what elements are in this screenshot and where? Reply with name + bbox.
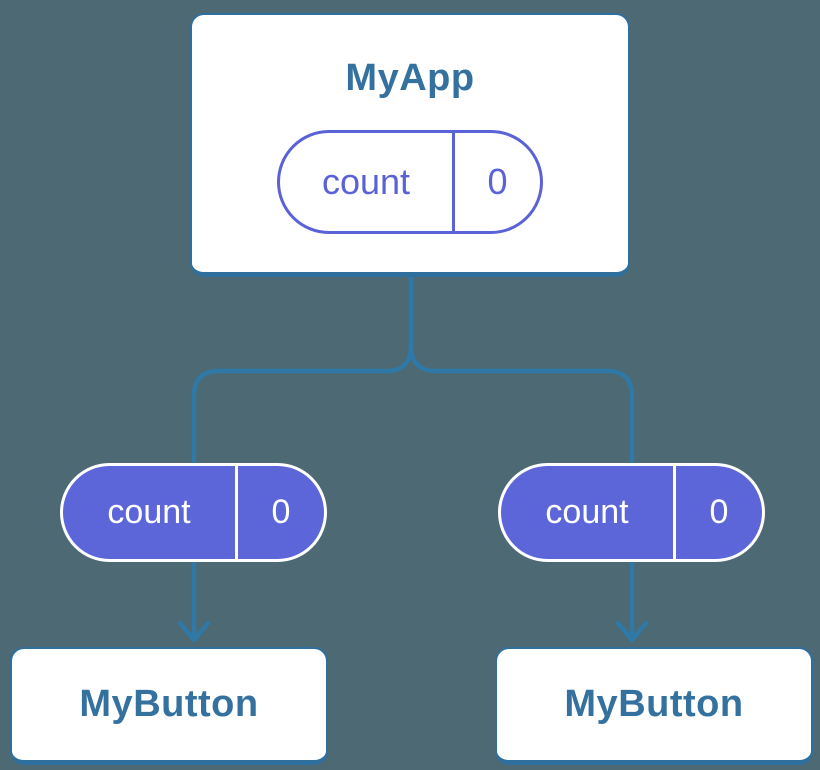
connector-root-to-right-pill bbox=[408, 274, 635, 640]
root-component-card: MyApp count 0 bbox=[190, 13, 630, 277]
root-component-title: MyApp bbox=[345, 57, 475, 99]
state-value-label: 0 bbox=[452, 132, 540, 231]
prop-value-label: 0 bbox=[235, 466, 324, 559]
left-child-component-title: MyButton bbox=[79, 682, 259, 725]
state-name-label: count bbox=[321, 160, 411, 202]
left-prop-pill: count 0 bbox=[60, 463, 327, 562]
root-state-pill: count 0 bbox=[277, 129, 543, 234]
connector-root-to-left-pill bbox=[191, 274, 414, 640]
right-prop-pill: count 0 bbox=[498, 463, 765, 562]
right-child-component-card: MyButton bbox=[495, 647, 813, 765]
left-arrowhead-down-icon bbox=[177, 620, 211, 643]
right-arrowhead-down-icon bbox=[615, 620, 649, 643]
left-child-component-card: MyButton bbox=[10, 647, 328, 765]
prop-value-label: 0 bbox=[673, 466, 762, 559]
prop-name-label: count bbox=[107, 493, 191, 531]
right-child-component-title: MyButton bbox=[564, 682, 744, 725]
prop-name-label: count bbox=[545, 493, 629, 531]
